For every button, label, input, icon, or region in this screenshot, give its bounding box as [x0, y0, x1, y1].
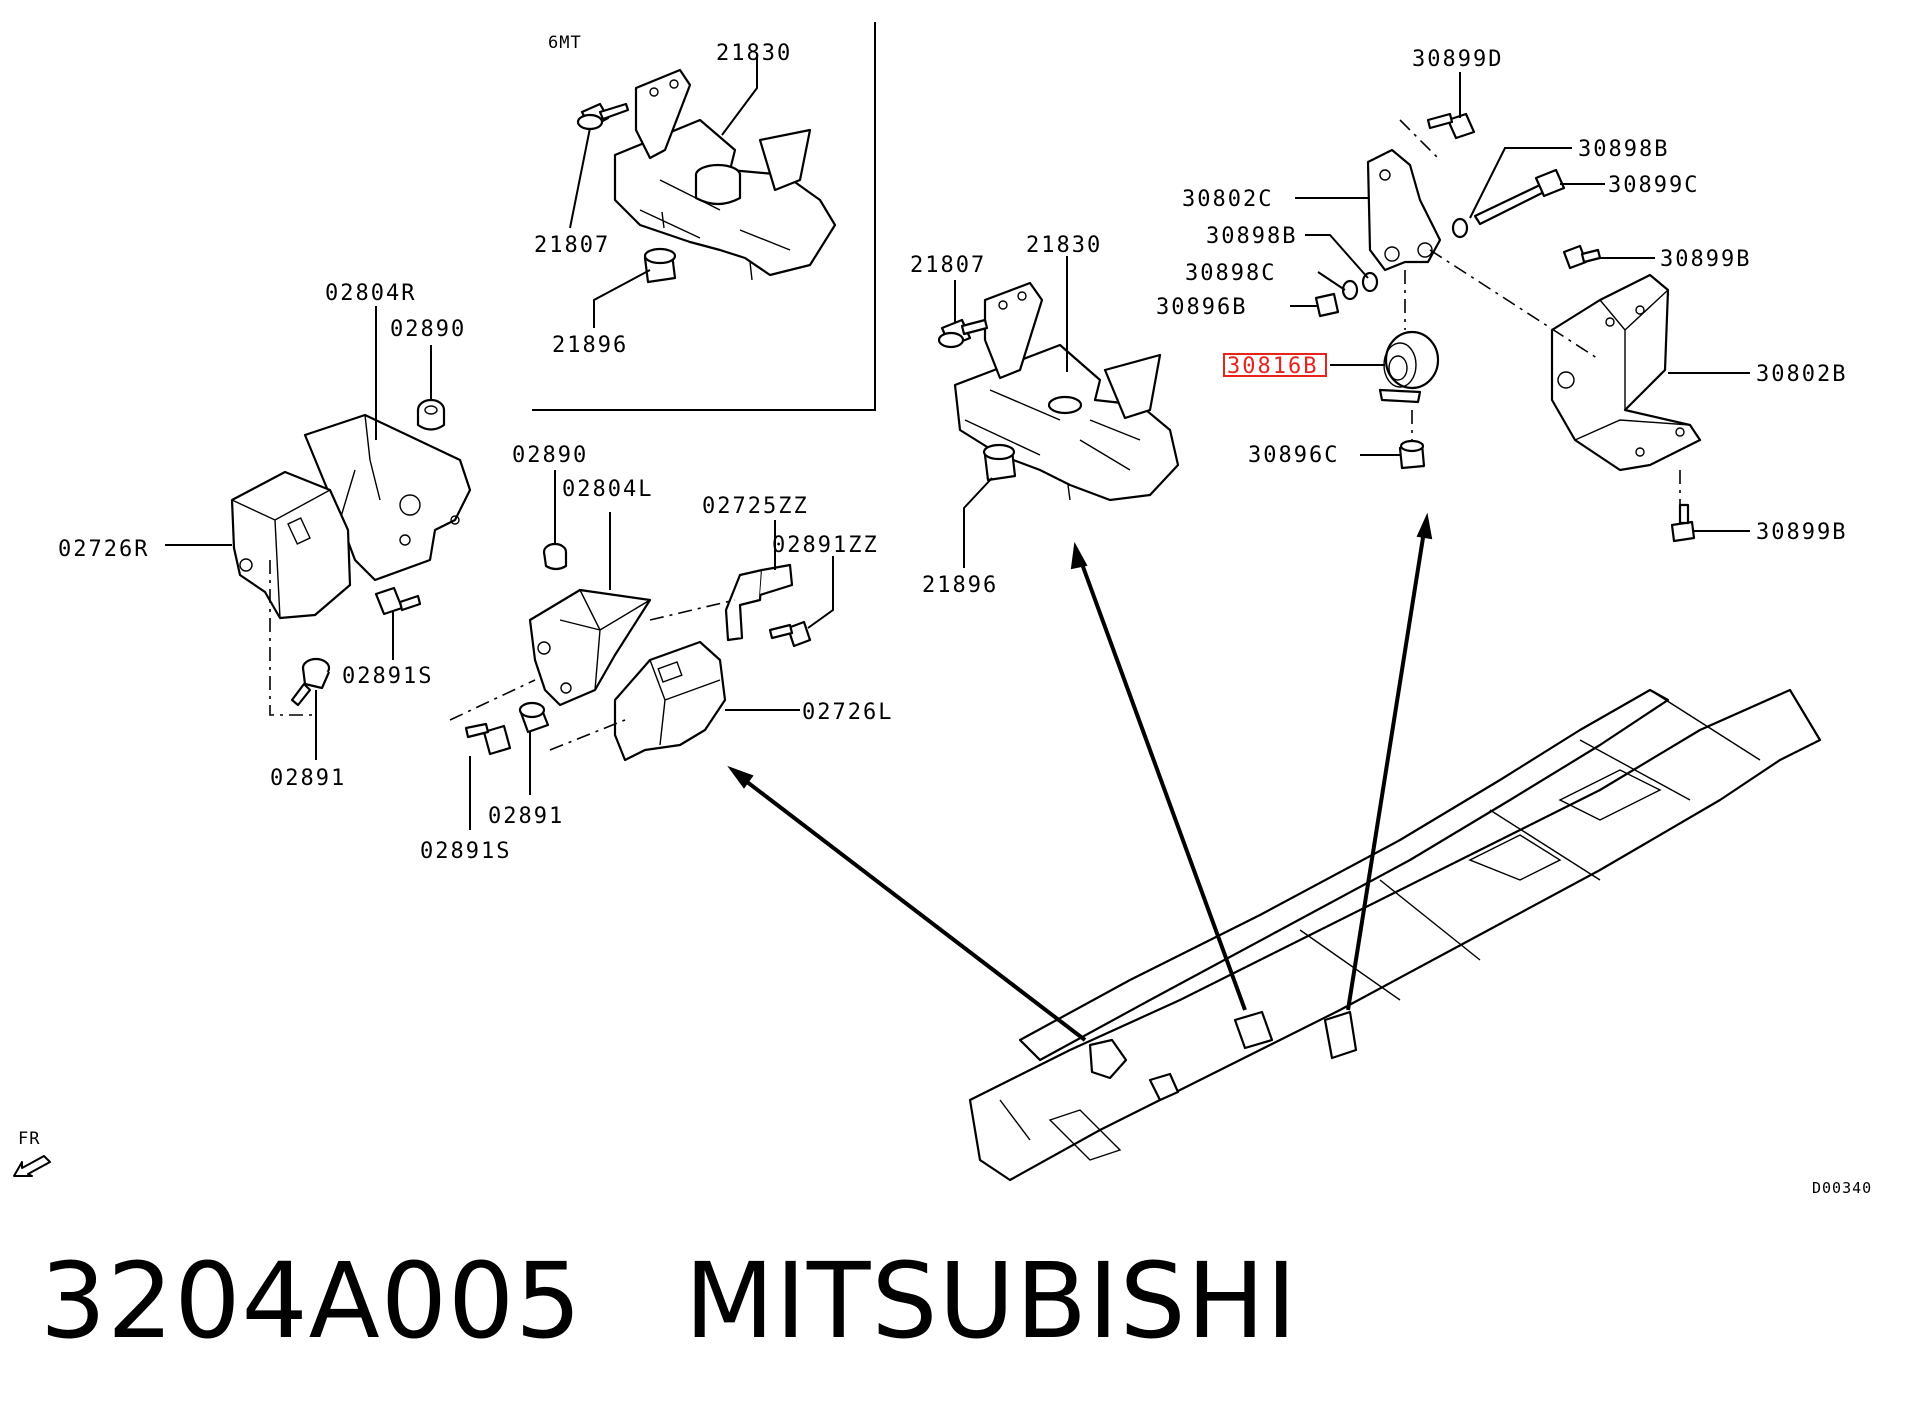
- nut-21896-top: [643, 247, 677, 284]
- bolt-02891-left: [518, 701, 550, 734]
- diagram-code: D00340: [1812, 1179, 1872, 1197]
- bracket-30802B: [1550, 273, 1702, 472]
- callout-02726L: 02726L: [802, 700, 893, 725]
- washer-30898C: [1341, 279, 1359, 301]
- bolt-02891S-left: [464, 722, 512, 756]
- nut-02890-left: [542, 542, 568, 571]
- callout-30899B-upper: 30899B: [1660, 247, 1751, 272]
- callout-21807-top: 21807: [534, 233, 610, 258]
- callout-02726R: 02726R: [58, 537, 149, 562]
- insulator-02726R: [230, 470, 352, 620]
- crossmember-21830-top: [613, 68, 837, 281]
- callout-02891S-left: 02891S: [420, 839, 511, 864]
- callout-30899C: 30899C: [1608, 173, 1699, 198]
- front-marker-label: FR: [18, 1129, 40, 1149]
- bolt-02891ZZ: [768, 620, 812, 648]
- callout-30896C: 30896C: [1248, 443, 1339, 468]
- arrow-to-left-mount: [727, 765, 1087, 1042]
- nut-30896C: [1398, 439, 1426, 470]
- callout-30802C: 30802C: [1182, 187, 1273, 212]
- arrow-to-crossmember: [1070, 541, 1247, 1011]
- bracket-30802C: [1366, 148, 1442, 272]
- variant-label: 6MT: [548, 33, 582, 53]
- callout-30898C: 30898C: [1185, 261, 1276, 286]
- callout-21896-top: 21896: [552, 333, 628, 358]
- caption-brand: MITSUBISHI: [684, 1240, 1298, 1362]
- nut-30896B: [1314, 292, 1340, 318]
- callout-02890-right: 02890: [390, 317, 466, 342]
- callout-30898B-b: 30898B: [1206, 224, 1297, 249]
- callout-02725ZZ: 02725ZZ: [702, 494, 809, 519]
- callout-30816B: 30816B: [1227, 354, 1318, 379]
- frame-mount-point-d: [1323, 1010, 1358, 1060]
- insulator-30816B: [1378, 330, 1440, 404]
- callout-02891-left: 02891: [488, 804, 564, 829]
- callout-02804L: 02804L: [562, 477, 653, 502]
- callout-30896B: 30896B: [1156, 295, 1247, 320]
- front-arrow-icon: [13, 1155, 51, 1177]
- caption: 3204A005 MITSUBISHI: [40, 1240, 1298, 1362]
- bolt-02891S-right: [374, 586, 422, 616]
- washer-30898B-a: [1451, 217, 1469, 239]
- bracket-02725ZZ: [724, 563, 794, 642]
- chassis-frame: [968, 688, 1822, 1182]
- bolt-02891-right: [290, 657, 331, 707]
- callout-02804R: 02804R: [325, 281, 416, 306]
- callout-30802B: 30802B: [1756, 362, 1847, 387]
- frame-mount-point-c: [1233, 1010, 1274, 1050]
- callout-30899B-lower: 30899B: [1756, 520, 1847, 545]
- engine-mount-bracket-02804L: [528, 588, 652, 707]
- callout-21807-mid: 21807: [910, 253, 986, 278]
- engine-mount-bracket-02804R: [303, 413, 472, 582]
- insulator-02726L: [613, 640, 727, 762]
- bolt-30899D: [1426, 112, 1476, 140]
- frame-mount-point-b: [1148, 1072, 1180, 1102]
- callout-02890-left: 02890: [512, 443, 588, 468]
- bolt-21807-mid: [937, 318, 989, 349]
- callout-30899D: 30899D: [1412, 47, 1503, 72]
- callout-21896-mid: 21896: [922, 573, 998, 598]
- arrow-to-transmission-mount: [1346, 512, 1433, 1011]
- callout-21830-mid: 21830: [1026, 233, 1102, 258]
- nut-21896-mid: [982, 443, 1017, 482]
- callout-21830-top: 21830: [716, 41, 792, 66]
- crossmember-21830-mid: [953, 281, 1180, 502]
- long-bolt-30899C: [1473, 168, 1566, 226]
- bolt-21807-top: [576, 102, 630, 131]
- nut-02890-right: [416, 398, 446, 431]
- caption-part-number: 3204A005: [40, 1240, 583, 1362]
- bolt-30899B-lower: [1670, 503, 1696, 543]
- callout-30898B-a: 30898B: [1578, 137, 1669, 162]
- bolt-30899B-upper: [1562, 244, 1602, 270]
- highlight-box-30816B: [1223, 353, 1327, 377]
- frame-mount-point-a: [1088, 1038, 1128, 1080]
- 6mt-inset-frame: [532, 22, 876, 411]
- callout-02891ZZ: 02891ZZ: [772, 533, 879, 558]
- callout-02891S-right: 02891S: [342, 664, 433, 689]
- callout-02891-right: 02891: [270, 766, 346, 791]
